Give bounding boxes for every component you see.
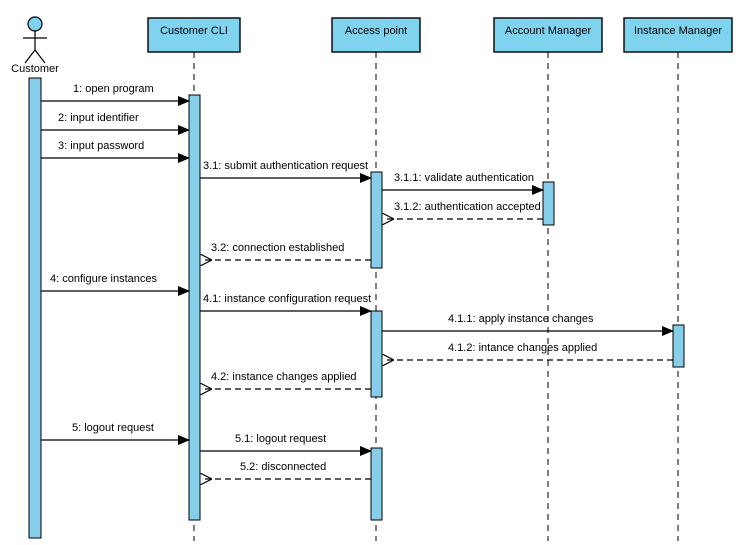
message-3[interactable]: 3: input password bbox=[41, 140, 190, 163]
message-label-5-2: 5.2: disconnected bbox=[240, 461, 326, 473]
activation-bar-account-manager bbox=[542, 181, 555, 226]
message-label-5: 5: logout request bbox=[72, 422, 154, 434]
message-3-1-2[interactable]: 3.1.2: authentication accepted bbox=[383, 201, 543, 219]
participant-head-access-point[interactable]: Access point bbox=[331, 17, 421, 53]
activation-bar-cli bbox=[188, 94, 201, 521]
activation-bar-access-point-2 bbox=[370, 310, 383, 398]
message-3-1[interactable]: 3.1: submit authentication request bbox=[200, 160, 372, 183]
participant-box-access-point bbox=[331, 17, 421, 53]
participant-label-instance-manager: Instance Manager bbox=[634, 25, 722, 37]
activation-bar-instance-manager bbox=[672, 324, 685, 368]
message-label-3-2: 3.2: connection established bbox=[211, 242, 344, 254]
participant-box-instance-manager bbox=[623, 17, 733, 53]
message-4-1-1[interactable]: 4.1.1: apply instance changes bbox=[382, 313, 674, 336]
message-3-2[interactable]: 3.2: connection established bbox=[201, 242, 371, 260]
participant-box-account-manager bbox=[493, 17, 603, 53]
activation-bar-customer bbox=[28, 77, 42, 539]
actor-leg-left-icon bbox=[24, 49, 36, 64]
activation-bar-access-point-3 bbox=[370, 447, 383, 521]
message-label-1: 1: open program bbox=[73, 83, 154, 95]
message-label-5-1: 5.1: logout request bbox=[235, 433, 326, 445]
message-label-2: 2: input identifier bbox=[58, 112, 139, 124]
message-5-2[interactable]: 5.2: disconnected bbox=[201, 461, 371, 479]
participant-label-cli: Customer CLI bbox=[160, 25, 228, 37]
message-label-4: 4: configure instances bbox=[50, 273, 158, 285]
actor-label: Customer bbox=[11, 63, 59, 75]
actor-leg-right-icon bbox=[34, 49, 46, 64]
participant-label-access-point: Access point bbox=[345, 25, 407, 37]
participant-box-cli bbox=[147, 17, 241, 53]
message-label-3-1: 3.1: submit authentication request bbox=[203, 160, 368, 172]
actor-customer[interactable]: Customer bbox=[11, 16, 59, 75]
message-5-1[interactable]: 5.1: logout request bbox=[200, 433, 372, 456]
message-label-4-2: 4.2: instance changes applied bbox=[211, 371, 357, 383]
participant-head-cli[interactable]: Customer CLI bbox=[147, 17, 241, 53]
message-4[interactable]: 4: configure instances bbox=[41, 273, 190, 296]
participant-head-instance-manager[interactable]: Instance Manager bbox=[623, 17, 733, 53]
message-label-3-1-2: 3.1.2: authentication accepted bbox=[394, 201, 541, 213]
message-label-4-1-2: 4.1.2: intance changes applied bbox=[448, 342, 597, 354]
participant-head-account-manager[interactable]: Account Manager bbox=[493, 17, 603, 53]
message-label-4-1-1: 4.1.1: apply instance changes bbox=[448, 313, 594, 325]
message-3-1-1[interactable]: 3.1.1: validate authentication bbox=[382, 172, 544, 195]
message-label-4-1: 4.1: instance configuration request bbox=[203, 293, 371, 305]
activation-bar-access-point-1 bbox=[370, 171, 383, 269]
message-5[interactable]: 5: logout request bbox=[41, 422, 190, 445]
message-label-3-1-1: 3.1.1: validate authentication bbox=[394, 172, 534, 184]
message-label-3: 3: input password bbox=[58, 140, 144, 152]
message-1[interactable]: 1: open program bbox=[41, 83, 190, 106]
message-2[interactable]: 2: input identifier bbox=[41, 112, 190, 135]
participant-label-account-manager: Account Manager bbox=[505, 25, 592, 37]
actor-head-icon bbox=[27, 16, 43, 32]
message-4-1[interactable]: 4.1: instance configuration request bbox=[200, 293, 372, 316]
message-4-2[interactable]: 4.2: instance changes applied bbox=[201, 371, 371, 389]
message-4-1-2[interactable]: 4.1.2: intance changes applied bbox=[383, 342, 673, 360]
